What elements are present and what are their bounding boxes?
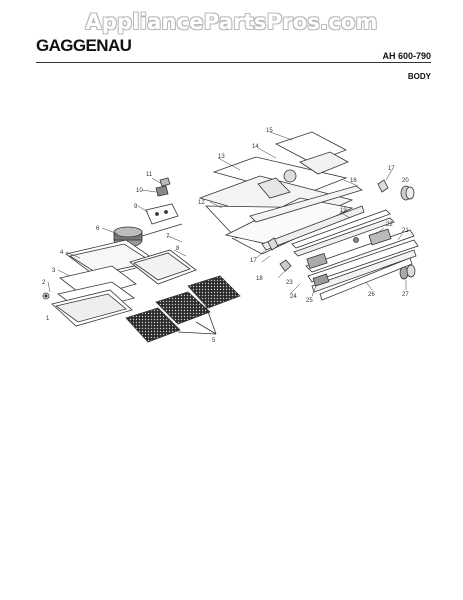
- control-panel-part: [305, 229, 419, 301]
- callout-17-bottom: 17: [250, 258, 257, 264]
- callout-5: 5: [212, 338, 216, 344]
- model-number: AH 600-790: [382, 51, 431, 61]
- leader-lines: [47, 131, 407, 297]
- callout-21: 21: [402, 228, 409, 234]
- callout-27: 27: [402, 292, 409, 298]
- callout-22: 22: [386, 222, 393, 228]
- callout-24: 24: [290, 294, 297, 300]
- cover-plate-part: [257, 131, 349, 199]
- callout-20: 20: [402, 178, 409, 184]
- callout-25: 25: [306, 298, 313, 304]
- callout-11: 11: [146, 172, 153, 178]
- callout-19: 19: [340, 208, 347, 214]
- watermark-text: AppliancePartsPros.com: [85, 10, 378, 34]
- callout-17-top: 17: [388, 166, 395, 172]
- callout-16: 16: [350, 178, 357, 184]
- callout-13: 13: [218, 154, 225, 160]
- callout-12: 12: [198, 200, 205, 206]
- callout-1: 1: [46, 316, 50, 322]
- callout-8: 8: [176, 246, 180, 252]
- bracket-parts: [145, 177, 179, 225]
- callout-10: 10: [136, 188, 143, 194]
- header-divider: [36, 62, 431, 63]
- callout-6: 6: [96, 226, 100, 232]
- callout-9: 9: [134, 204, 138, 210]
- callout-15: 15: [266, 128, 273, 134]
- knob-parts: [267, 179, 416, 280]
- front-panel-part: [291, 209, 395, 257]
- callout-4: 4: [60, 250, 64, 256]
- switch-parts: [306, 228, 392, 287]
- callout-3: 3: [52, 268, 56, 274]
- brand-logo: GAGGENAU: [36, 36, 132, 55]
- callout-26: 26: [368, 292, 375, 298]
- callout-2: 2: [42, 280, 46, 286]
- grease-filter-parts: [125, 275, 241, 343]
- bottom-frame-part: [42, 289, 133, 327]
- rail-strip-part: [249, 185, 365, 251]
- callout-7: 7: [166, 234, 170, 240]
- callout-18: 18: [256, 276, 263, 282]
- callout-labels: 15 13 14 16 17 20 12 11 10 9 6 7 8 4 3 2…: [42, 128, 409, 344]
- section-title: BODY: [407, 72, 431, 81]
- callout-14: 14: [252, 144, 259, 150]
- callout-23: 23: [286, 280, 293, 286]
